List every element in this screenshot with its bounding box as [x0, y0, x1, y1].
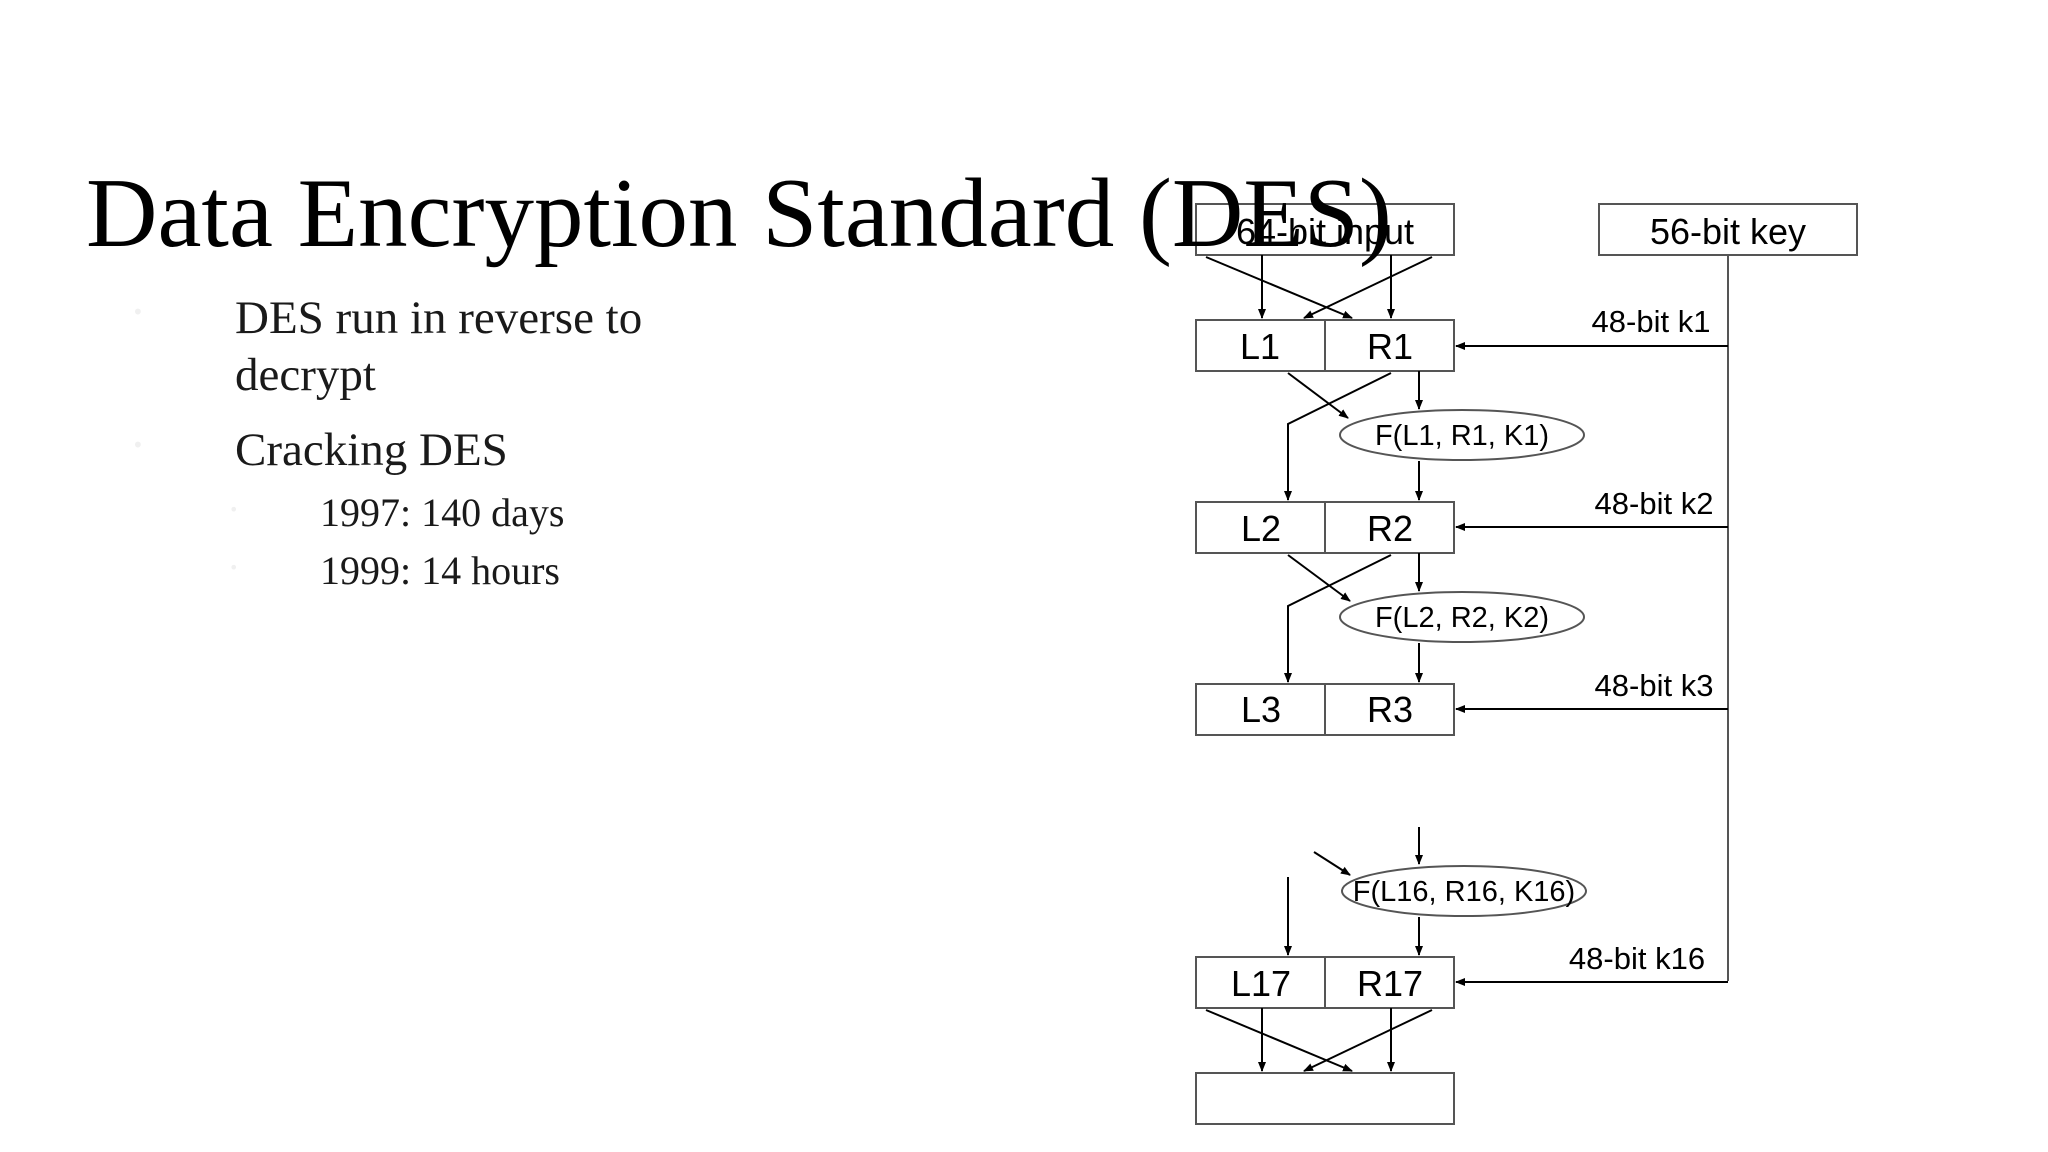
f16-ellipse	[1341, 865, 1587, 917]
f16-label: F(L16, R16, K16)	[1353, 876, 1575, 908]
output-cross-a	[1205, 1009, 1353, 1072]
bullet-list: • DES run in reverse to decrypt • Cracki…	[0, 0, 1100, 700]
r17-box	[1324, 956, 1455, 1009]
output-cross-b	[1303, 1009, 1433, 1072]
bullet-text-line: decrypt	[235, 349, 376, 401]
r17-label: R17	[1357, 963, 1423, 1004]
r2-to-l3-line	[1284, 554, 1392, 683]
bullet-marker: •	[132, 433, 144, 457]
f1-ellipse	[1339, 409, 1585, 461]
l3-label: L3	[1241, 689, 1281, 730]
l2-label: L2	[1241, 508, 1281, 549]
input-label: 64-bit input	[1236, 211, 1414, 252]
bullet-text-line: DES run in reverse to	[235, 292, 643, 344]
bullet-text-line: 1999: 14 hours	[320, 548, 560, 593]
output-box	[1195, 1072, 1455, 1125]
bullet-marker: •	[229, 500, 239, 519]
input-cross-a	[1205, 256, 1353, 319]
input-box	[1195, 203, 1455, 256]
k3-label: 48-bit k3	[1595, 668, 1714, 703]
r1-to-l2-line	[1284, 372, 1392, 501]
k16-label: 48-bit k16	[1569, 941, 1705, 976]
input-cross-b	[1303, 256, 1433, 319]
r3-box	[1324, 683, 1455, 736]
bullet-marker: •	[229, 558, 239, 577]
bullet-text-line: Cracking DES	[235, 424, 508, 476]
f2-ellipse	[1339, 591, 1585, 643]
r3-label: R3	[1367, 689, 1413, 730]
l16-to-f16-arrow	[1313, 851, 1351, 876]
l1-label: L1	[1240, 326, 1280, 367]
f1-label: F(L1, R1, K1)	[1375, 420, 1549, 452]
bullet-text-line: 1997: 140 days	[320, 490, 565, 535]
l2-to-f2-arrow	[1287, 554, 1351, 602]
bullet-item: 1997: 140 days	[320, 489, 564, 537]
f2-label: F(L2, R2, K2)	[1375, 602, 1549, 634]
key-label: 56-bit key	[1650, 211, 1806, 252]
bullet-marker: •	[132, 300, 144, 324]
r1-box	[1324, 319, 1455, 372]
bullet-item: 1999: 14 hours	[320, 547, 560, 595]
bullet-item: Cracking DES	[235, 422, 508, 479]
k1-label: 48-bit k1	[1592, 304, 1711, 339]
r2-label: R2	[1367, 508, 1413, 549]
l1-to-f1-arrow	[1287, 372, 1349, 419]
k2-label: 48-bit k2	[1595, 486, 1714, 521]
l17-label: L17	[1231, 963, 1291, 1004]
bullet-item: DES run in reverse to decrypt	[235, 290, 642, 404]
r1-label: R1	[1367, 326, 1413, 367]
slide-title: Data Encryption Standard (DES)	[86, 159, 1392, 268]
r2-box	[1324, 501, 1455, 554]
